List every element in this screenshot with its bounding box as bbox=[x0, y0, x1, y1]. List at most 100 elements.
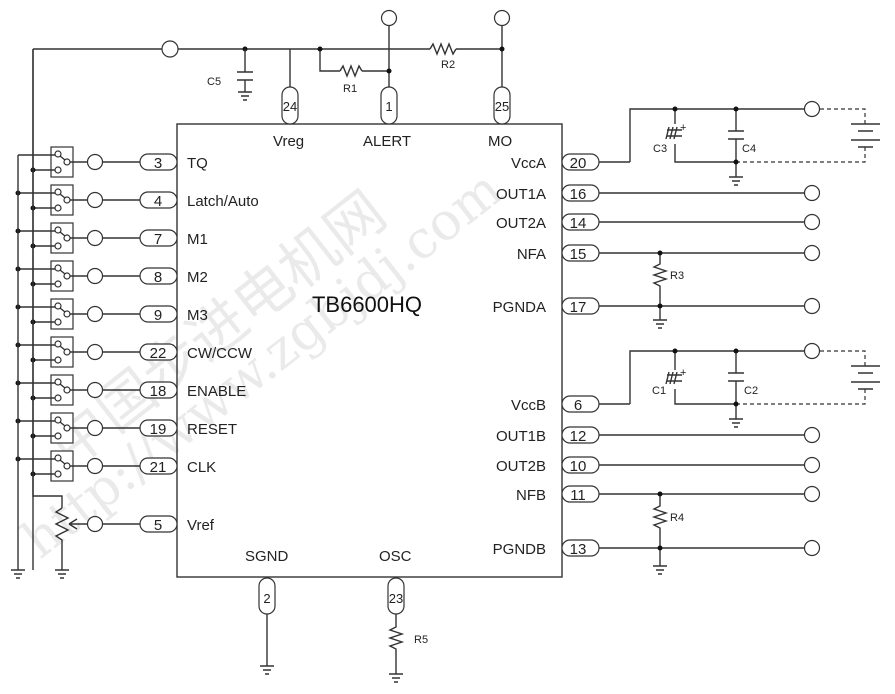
pin-number: 11 bbox=[570, 487, 586, 504]
pin-number: 19 bbox=[150, 421, 167, 438]
vccb-supply: + C1 C2 bbox=[629, 342, 880, 428]
dip-switch[interactable] bbox=[50, 374, 87, 406]
pin-number: 16 bbox=[570, 186, 587, 203]
right-pin-13: 13 PGNDB bbox=[493, 539, 821, 558]
watermark-url: http://www.zgbjdj.com bbox=[11, 159, 513, 570]
pin-label: OUT1A bbox=[496, 186, 546, 203]
pin-label: RESET bbox=[187, 421, 237, 438]
terminal[interactable] bbox=[86, 457, 104, 475]
pin-number: 21 bbox=[150, 459, 167, 476]
top-pin-25: 25 MO bbox=[488, 86, 512, 150]
dip-switch[interactable] bbox=[50, 146, 87, 178]
pin-number: 22 bbox=[150, 345, 167, 362]
pin-label: PGNDB bbox=[493, 541, 546, 558]
pin-number: 10 bbox=[570, 458, 587, 475]
dip-switch[interactable] bbox=[50, 260, 87, 292]
terminal[interactable] bbox=[803, 297, 821, 315]
right-pin-16: 16 OUT1A bbox=[496, 184, 821, 203]
label-c3: C3 bbox=[653, 143, 667, 155]
svg-text:+: + bbox=[680, 367, 686, 379]
pin-label: Vref bbox=[187, 517, 215, 534]
pin-number: 8 bbox=[154, 269, 162, 286]
vcca-supply: + C3 C4 bbox=[629, 100, 880, 186]
pin-number: 25 bbox=[495, 99, 509, 114]
terminal[interactable] bbox=[803, 213, 821, 231]
dip-switch[interactable] bbox=[50, 184, 87, 216]
pin-label-osc: OSC bbox=[379, 548, 412, 565]
pin-number: 2 bbox=[263, 591, 270, 606]
potentiometer-vref bbox=[54, 507, 88, 555]
right-pin-10: 10 OUT2B bbox=[496, 456, 821, 475]
ground-icon bbox=[11, 569, 25, 579]
dip-switch[interactable] bbox=[50, 336, 87, 368]
pin-label: VccA bbox=[511, 155, 546, 172]
pin-number: 12 bbox=[570, 428, 587, 445]
label-c1: C1 bbox=[652, 385, 666, 397]
pin-number: 1 bbox=[385, 99, 392, 114]
dip-switch[interactable] bbox=[50, 412, 87, 444]
pin-label: NFB bbox=[516, 487, 546, 504]
pin-label: M2 bbox=[187, 269, 208, 286]
left-pin-22: 22 CW/CCW bbox=[15, 336, 253, 368]
terminal[interactable] bbox=[86, 419, 104, 437]
terminal[interactable] bbox=[86, 267, 104, 285]
label-c5: C5 bbox=[207, 76, 221, 88]
label-r1: R1 bbox=[343, 83, 357, 95]
terminal[interactable] bbox=[803, 539, 821, 557]
pin-label: NFA bbox=[517, 246, 546, 263]
terminal[interactable] bbox=[86, 343, 104, 361]
pin-number: 5 bbox=[154, 517, 162, 534]
capacitor-c5: C5 bbox=[207, 49, 253, 101]
right-pin-11: 11 NFB bbox=[516, 485, 821, 504]
pin-number: 7 bbox=[154, 231, 162, 248]
terminal[interactable] bbox=[86, 515, 104, 533]
resistor-r4: R4 bbox=[651, 491, 684, 575]
pin-label: OUT2A bbox=[496, 215, 546, 232]
terminal[interactable] bbox=[803, 244, 821, 262]
terminal[interactable] bbox=[86, 153, 104, 171]
terminal[interactable] bbox=[803, 485, 821, 503]
terminal[interactable] bbox=[803, 184, 821, 202]
pin-label-alert: ALERT bbox=[363, 133, 411, 150]
pin-number: 4 bbox=[154, 193, 162, 210]
label-r3: R3 bbox=[670, 270, 684, 282]
pin-label: Latch/Auto bbox=[187, 193, 259, 210]
left-pin-5: 5 Vref bbox=[86, 515, 215, 534]
label-r5: R5 bbox=[414, 634, 428, 646]
top-pin-1: 1 ALERT bbox=[363, 86, 411, 150]
terminal[interactable] bbox=[803, 456, 821, 474]
pin-number: 6 bbox=[574, 397, 582, 414]
rail-left-inner bbox=[32, 49, 63, 508]
right-pin-12: 12 OUT1B bbox=[496, 426, 821, 445]
right-pins: 20VccA16OUT1A14OUT2A15NFA17PGNDA6VccB12O… bbox=[493, 153, 821, 558]
chip-name: TB6600HQ bbox=[312, 292, 422, 317]
dip-switch[interactable] bbox=[50, 450, 87, 482]
pin-label-vreg: Vreg bbox=[273, 133, 304, 150]
label-c4: C4 bbox=[742, 143, 756, 155]
top-pin-24: 24 Vreg bbox=[273, 86, 304, 150]
pin-label: OUT2B bbox=[496, 458, 546, 475]
pin-label: OUT1B bbox=[496, 428, 546, 445]
pin-label: CW/CCW bbox=[187, 345, 253, 362]
terminal[interactable] bbox=[803, 426, 821, 444]
resistor-r3: R3 bbox=[651, 250, 684, 329]
terminal[interactable] bbox=[86, 191, 104, 209]
pin-number: 13 bbox=[570, 541, 587, 558]
pin-number: 20 bbox=[570, 155, 587, 172]
left-pin-19: 19 RESET bbox=[15, 412, 237, 444]
pin-label-sgnd: SGND bbox=[245, 548, 289, 565]
dip-switch[interactable] bbox=[50, 222, 87, 254]
terminal[interactable] bbox=[86, 229, 104, 247]
resistor-r2: R2 bbox=[429, 42, 457, 71]
left-pin-8: 8 M2 bbox=[15, 260, 208, 292]
dip-switch[interactable] bbox=[50, 298, 87, 330]
terminal[interactable] bbox=[86, 381, 104, 399]
terminal[interactable] bbox=[86, 305, 104, 323]
label-r4: R4 bbox=[670, 512, 684, 524]
